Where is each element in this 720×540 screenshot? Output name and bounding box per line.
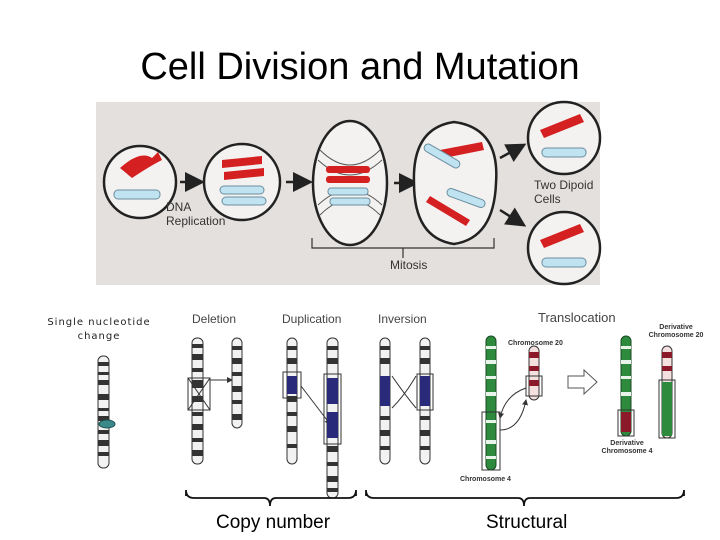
cell-replicated <box>202 142 282 222</box>
single-nucleotide-label: Single nucleotide change <box>47 317 151 342</box>
chromosome-20-label: Chromosome 20 <box>508 340 563 347</box>
translocation-chromosomes <box>481 335 676 471</box>
cell-parent <box>102 144 178 220</box>
duplication-label: Duplication <box>282 312 342 326</box>
inversion-chromosomes <box>379 337 434 465</box>
derivative-4-label: Derivative Chromosome 4 <box>601 440 653 455</box>
deletion-label: Deletion <box>192 312 237 326</box>
two-diploid-cells-label: Two Dipoid Cells <box>534 178 594 206</box>
daughter-cell-top <box>526 100 602 176</box>
single-nucleotide-chromosome <box>97 355 116 469</box>
chromosome-4-label: Chromosome 4 <box>460 476 511 483</box>
dna-replication-label: DNA Replication <box>166 200 226 228</box>
mitosis-label: Mitosis <box>390 258 428 272</box>
structural-label: Structural <box>486 512 568 533</box>
deletion-chromosomes <box>187 337 243 465</box>
cell-anaphase <box>412 120 498 246</box>
copy-number-label: Copy number <box>216 512 331 533</box>
copy-number-bracket <box>185 489 357 507</box>
daughter-cell-bottom <box>526 210 602 286</box>
inversion-label: Inversion <box>378 312 427 326</box>
cell-metaphase <box>311 119 389 247</box>
slide-title: Cell Division and Mutation <box>140 46 580 88</box>
structural-bracket <box>365 489 685 507</box>
translocation-label: Translocation <box>538 310 616 325</box>
derivative-20-label: Derivative Chromosome 20 <box>648 324 704 339</box>
duplication-chromosomes <box>282 337 342 499</box>
